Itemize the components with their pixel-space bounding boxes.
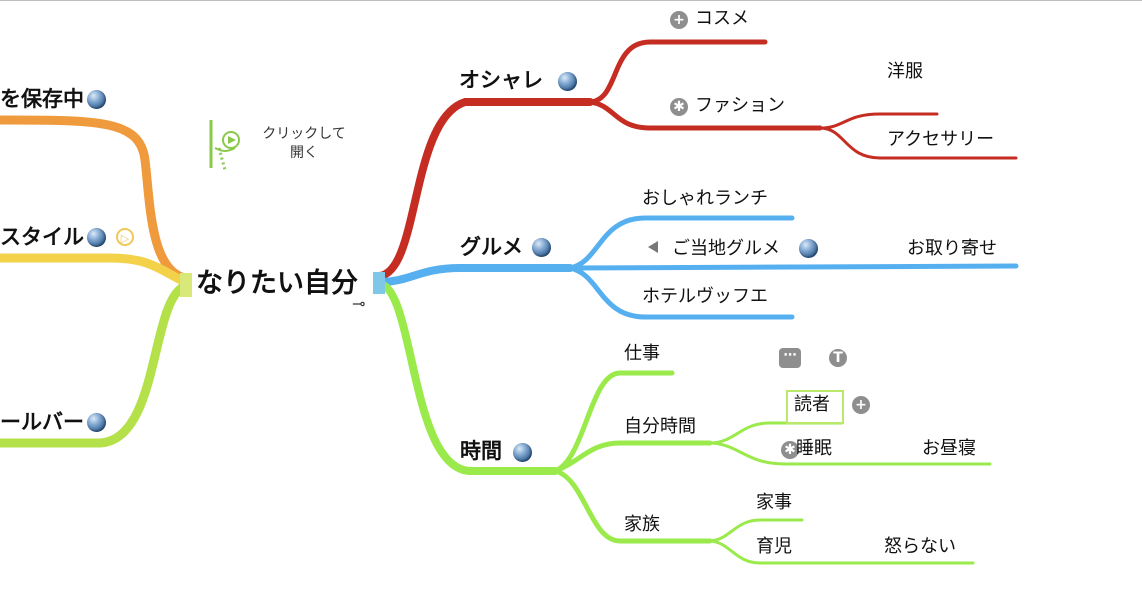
hint-line-1: クリックして [262,126,346,142]
branch-line-oshare [376,98,594,280]
topic-jikan[interactable]: 時間 [460,439,502,463]
topic-dokusha[interactable]: 読者 [794,394,830,415]
branch-line-youfuku [818,112,939,130]
branch-line-style [0,253,190,287]
branch-toolbar[interactable]: ールバー [0,410,84,434]
topic-fashion[interactable]: ファション [695,95,785,116]
branch-line-fashion [587,99,823,131]
topic-oshare[interactable]: オシャレ [459,68,543,92]
asterisk-circle-icon[interactable]: ✱ [670,98,688,116]
branch-line-cosme [587,39,768,105]
topic-jibun-jikan[interactable]: 自分時間 [624,416,696,437]
topic-lunch[interactable]: おしゃれランチ [642,188,768,209]
branch-line-jikan [376,280,559,475]
branch-line-shigoto [552,370,675,474]
center-right-connector [373,272,385,294]
plus-circle-icon[interactable]: + [852,396,870,414]
globe-icon[interactable] [87,413,106,432]
topic-ikuji[interactable]: 育児 [756,536,792,557]
globe-icon[interactable] [87,228,106,247]
collapse-icon[interactable]: ⊸ [352,294,366,313]
plus-circle-icon[interactable]: + [670,11,688,29]
arrow-left-icon[interactable] [648,241,658,253]
window-top-border [0,0,1142,1]
branch-line-ikuji [708,539,975,565]
topic-gourmet[interactable]: グルメ [460,235,523,259]
selected-topic-box[interactable] [786,390,844,424]
branch-line-kaji [708,518,804,543]
branch-line-kazoku [552,468,713,544]
more-icon[interactable]: ⋯ [779,348,801,368]
topic-suimin[interactable]: 睡眠 [796,438,832,459]
topic-okoranai[interactable]: 怒らない [884,536,956,557]
branch-line-hotel [567,265,795,320]
topic-shigoto[interactable]: 仕事 [624,343,660,364]
text-icon[interactable]: T [829,349,847,367]
center-left-connector [180,273,192,297]
topic-gotochi[interactable]: ご当地グルメ [672,238,780,259]
branch-line-gourmet [376,264,574,286]
branch-line-save [0,115,190,283]
topic-otoriyose[interactable]: お取り寄せ [907,238,997,259]
branch-line-lunch [567,215,795,271]
branch-style[interactable]: スタイル [0,225,84,249]
topic-ohirune[interactable]: お昼寝 [922,438,976,459]
globe-icon[interactable] [558,72,577,91]
branch-line-suimin [708,441,992,466]
click-to-open-icon[interactable] [205,118,245,172]
globe-icon[interactable] [513,443,532,462]
topic-kazoku[interactable]: 家族 [624,514,660,535]
branch-line-gotochi [567,263,1019,271]
branch-save[interactable]: を保存中 [0,87,84,111]
topic-accessory[interactable]: アクセサリー [887,129,995,150]
topic-youfuku[interactable]: 洋服 [887,61,923,82]
globe-icon[interactable] [532,238,551,257]
click-to-open-hint: クリックして 開く [250,125,358,163]
globe-icon[interactable] [87,90,106,109]
topic-cosme[interactable]: コスメ [695,8,749,29]
branch-line-toolbar [0,281,190,448]
globe-icon[interactable] [799,239,818,258]
play-icon[interactable]: ▷ [116,228,134,246]
hint-line-2: 開く [290,144,318,161]
asterisk-circle-icon[interactable]: ✱ [781,441,799,459]
branch-line-accessory [818,126,1018,160]
topic-kaji[interactable]: 家事 [756,492,792,513]
branch-line-jibun [552,440,713,474]
central-topic[interactable]: なりたい自分 [196,268,358,299]
topic-hotel[interactable]: ホテルヴッフエ [642,286,768,307]
